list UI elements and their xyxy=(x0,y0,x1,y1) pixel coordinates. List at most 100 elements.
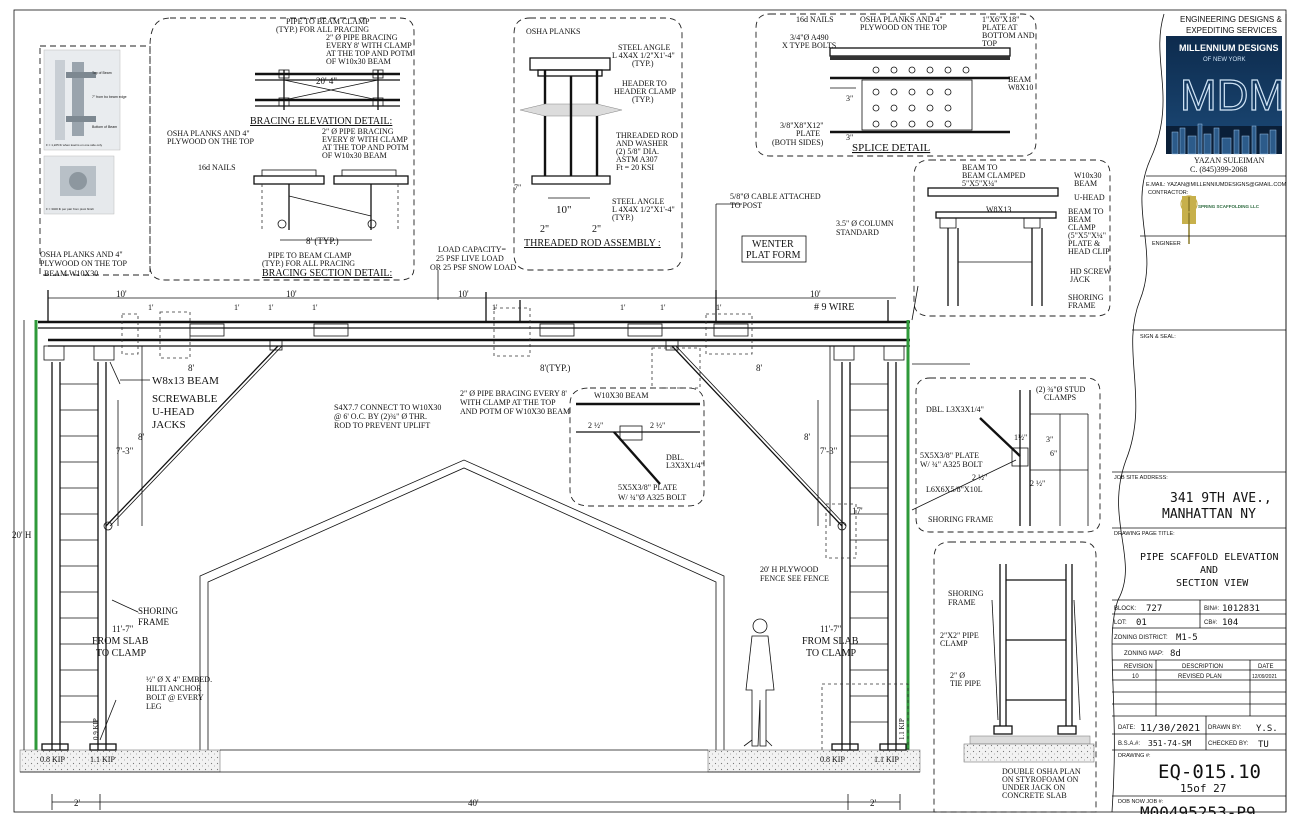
elev-dim-8: 8' xyxy=(188,363,195,373)
elev-sd-8: 1' xyxy=(716,303,722,312)
elev-anchor-2: HILTI ANCHOR xyxy=(146,684,202,693)
main-elevation: OSHA PLANKS AND 4" PLYWOOD ON THE TOP BE… xyxy=(12,192,1017,810)
contractor-label: CONTRACTOR: xyxy=(1148,190,1189,196)
rod-dim-7: 7" xyxy=(514,183,521,192)
clamp-c6: HEAD CLIP xyxy=(1068,247,1110,256)
page-title-2: AND xyxy=(1200,565,1218,576)
elev-slab-l-1: 11'-7" xyxy=(112,624,134,634)
address-1: 341 9TH AVE., xyxy=(1170,491,1272,506)
photo-label-bot: Bottom of Beam xyxy=(92,125,117,129)
title-block: ENGINEERING DESIGNS & EXPEDITING SERVICE… xyxy=(1111,13,1287,814)
brace-dbl-1: DBL. xyxy=(666,453,684,462)
stud-studs-2: CLAMPS xyxy=(1044,393,1076,402)
drawing-label: DRAWING #: xyxy=(1118,753,1151,759)
bracing-elev-note-top-2: (TYP.) FOR ALL PRACING xyxy=(276,25,369,34)
elev-kip-2: 1.1 KIP xyxy=(90,755,115,764)
rod-header-2: HEADER CLAMP xyxy=(614,87,677,96)
splice-planks-2: PLYWOOD ON THE TOP xyxy=(860,23,948,32)
elev-plywood-2: FENCE SEE FENCE xyxy=(760,574,829,583)
splice-dim-3b: 3" xyxy=(846,133,853,142)
page-title-3: SECTION VIEW xyxy=(1176,578,1249,589)
block-label: BLOCK: xyxy=(1114,606,1136,612)
elev-slab-r-3: TO CLAMP xyxy=(806,648,857,659)
map-label: ZONING MAP: xyxy=(1124,651,1164,657)
clamp-c5: PLATE & xyxy=(1068,239,1101,248)
elev-load-2: 25 PSF LIVE LOAD xyxy=(436,254,504,263)
company-top-2: EXPEDITING SERVICES xyxy=(1186,26,1277,35)
elev-kip-3: 0.8 KIP xyxy=(820,755,845,764)
clamp-shoring-2: FRAME xyxy=(1068,301,1096,310)
photo-label-force1: F = 1,225 lb when load is on one side on… xyxy=(46,143,103,147)
clamp-jack-1: HD SCREW xyxy=(1070,267,1112,276)
clamp-c1: BEAM TO xyxy=(1068,207,1104,216)
elev-shoring-2: FRAME xyxy=(138,617,170,627)
rod-rod-1: THREADED ROD xyxy=(616,131,678,140)
zoning-value: M1-5 xyxy=(1176,633,1198,643)
elev-h20: 20' H xyxy=(12,530,32,540)
elev-top-note-1: OSHA PLANKS AND 4" xyxy=(40,250,123,259)
rod-rod-4: ASTM A307 xyxy=(616,155,658,164)
foot-clamp-1: 2"X2" PIPE xyxy=(940,631,979,640)
brace-plate-2: W/ ¾"Ø A325 BOLT xyxy=(618,493,686,502)
job-label: JOB SITE ADDRESS: xyxy=(1114,475,1168,481)
stud-dim-3: 3" xyxy=(1046,435,1053,444)
rod-angle-top-1: STEEL ANGLE xyxy=(618,43,670,52)
bracing-elev-dim: 20' 4" xyxy=(316,76,337,86)
elev-anchor-1: ½" Ø X 4" EMBED. xyxy=(146,675,212,684)
elev-slab-l-2: FROM SLAB xyxy=(92,636,149,647)
splice-beam-2: W8X10 xyxy=(1008,83,1033,92)
cb-value: 104 xyxy=(1222,618,1238,628)
contractor-logo: SPRING SCAFFOLDING LLC xyxy=(1180,195,1260,244)
stud-studs-1: (2) ¾"Ø STUD xyxy=(1036,385,1085,394)
brace-dbl-2: L3X3X1/4" xyxy=(666,461,704,470)
drawn-label: DRAWN BY: xyxy=(1208,725,1242,731)
logo-sub: OF NEW YORK xyxy=(1203,57,1246,63)
brace-connection-box: W10X30 BEAM DBL. L3X3X1/4" 5X5X3/8" PLAT… xyxy=(569,387,705,507)
elev-span-4: 10' xyxy=(810,289,821,299)
rod-angle-bot-1: STEEL ANGLE xyxy=(612,197,664,206)
elev-uhead-1: SCREWABLE xyxy=(152,393,218,405)
clamp-top-2: BEAM CLAMPED xyxy=(962,171,1026,180)
rev-h3: DATE xyxy=(1258,664,1274,670)
elev-sd-5: 1' xyxy=(492,303,498,312)
sign-label: SIGN & SEAL: xyxy=(1140,334,1176,340)
splice-plate-side-3: (BOTH SIDES) xyxy=(772,138,824,147)
rod-title: THREADED ROD ASSEMBLY : xyxy=(524,238,661,249)
elev-sd-4: 1' xyxy=(312,303,318,312)
footing-detail-box: SHORING FRAME 2"X2" PIPE CLAMP 2" Ø TIE … xyxy=(933,541,1097,813)
foot-double-3: UNDER JACK ON xyxy=(1002,783,1065,792)
rev-r2: REVISED PLAN xyxy=(1178,674,1222,680)
bsa-label: B.S.A.#: xyxy=(1118,741,1140,747)
elev-dim-8r: 8' xyxy=(756,363,763,373)
brace-dim-b: 2 ½" xyxy=(650,421,665,430)
splice-plate-top-2: PLATE AT xyxy=(982,23,1017,32)
elev-winter-1: WENTER xyxy=(752,239,794,250)
bracing-sec-note-b2: (TYP.) FOR ALL PRACING xyxy=(262,259,355,268)
elev-top-note-3: BEAM W10X30 xyxy=(44,269,98,278)
clamp-uhead: U-HEAD xyxy=(1074,193,1105,202)
foot-tie-2: TIE PIPE xyxy=(950,679,981,688)
elev-span-1: 10' xyxy=(116,289,127,299)
elev-h8-right: 8' xyxy=(804,432,811,442)
checked-value: TU xyxy=(1258,740,1269,750)
splice-plate-side-2: PLATE xyxy=(796,129,820,138)
bracing-sec-note-r3: AT THE TOP AND POTM xyxy=(322,143,409,152)
elev-pipe-3: AND POTM OF W10X30 BEAM xyxy=(460,407,570,416)
elev-slab-r-2: FROM SLAB xyxy=(802,636,859,647)
splice-planks-1: OSHA PLANKS AND 4" xyxy=(860,15,943,24)
elev-load-3: OR 25 PSF SNOW LOAD xyxy=(430,263,516,272)
elev-span-3: 10' xyxy=(458,289,469,299)
stud-dim-15: 1½" xyxy=(1014,433,1027,442)
splice-bolts-1: 3/4"Ø A490 xyxy=(790,33,829,42)
rod-header-1: HEADER TO xyxy=(622,79,667,88)
beam-clamp-box: BEAM TO BEAM CLAMPED 5"X5"X¼" W10x30 BEA… xyxy=(913,159,1112,317)
page-title-label: DRAWING PAGE TITLE: xyxy=(1114,531,1175,537)
stud-clamp-box: (2) ¾"Ø STUD CLAMPS DBL. L3X3X1/4" 5X5X3… xyxy=(915,377,1101,533)
clamp-top-1: BEAM TO xyxy=(962,163,998,172)
company-top-1: ENGINEERING DESIGNS & xyxy=(1180,15,1282,24)
person-figure xyxy=(743,618,775,747)
brace-beam: W10X30 BEAM xyxy=(594,391,648,400)
person-name: YAZAN SULEIMAN xyxy=(1194,156,1265,165)
rod-angle-top-2: L 4X4X 1/2"X1'-4" xyxy=(612,51,675,60)
elev-anchor-3: BOLT @ EVERY xyxy=(146,693,204,702)
